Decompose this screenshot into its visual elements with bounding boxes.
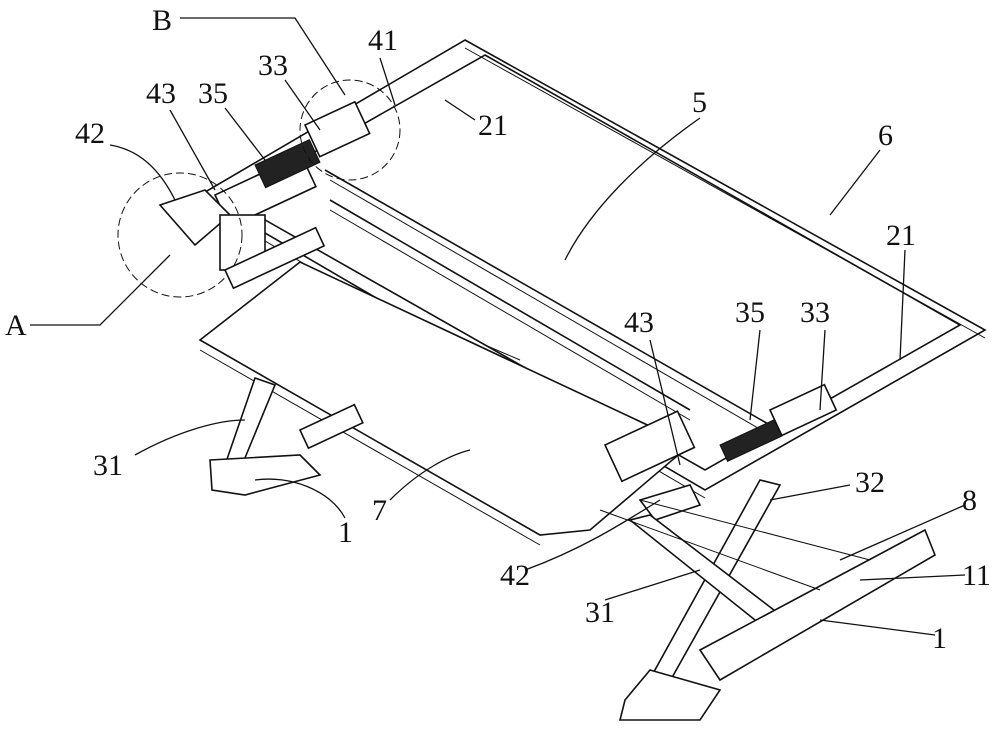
- reference-labels: B 41 33 35 43 42 21 5 6 A 21 43 35 33 31…: [5, 4, 991, 655]
- label-33-right: 33: [800, 296, 830, 329]
- label-7: 7: [372, 494, 387, 527]
- label-35-right: 35: [735, 296, 765, 329]
- label-21: 21: [478, 109, 508, 142]
- label-5: 5: [692, 86, 707, 119]
- label-8: 8: [962, 484, 977, 517]
- label-33: 33: [258, 49, 288, 82]
- label-11: 11: [962, 559, 991, 592]
- label-42-right: 42: [500, 559, 530, 592]
- label-43: 43: [146, 77, 176, 110]
- label-21-right: 21: [886, 219, 916, 252]
- label-31: 31: [93, 449, 123, 482]
- label-1: 1: [338, 516, 353, 549]
- label-1-right: 1: [932, 622, 947, 655]
- label-32: 32: [855, 466, 885, 499]
- right-legs: [599, 479, 936, 721]
- mechanism-a: [117, 79, 401, 298]
- rail-5: [329, 199, 691, 421]
- label-31-right: 31: [585, 596, 615, 629]
- label-43-right: 43: [624, 306, 654, 339]
- board-7: [198, 261, 692, 546]
- label-41: 41: [368, 24, 398, 57]
- left-legs: [209, 376, 364, 496]
- detail-circle-a: [117, 172, 243, 298]
- label-6: 6: [878, 119, 893, 152]
- label-b: B: [152, 4, 172, 37]
- label-42: 42: [75, 117, 105, 150]
- label-a: A: [5, 309, 27, 342]
- detail-circle-b: [299, 79, 401, 181]
- mechanism-right: [603, 383, 838, 521]
- label-35: 35: [198, 77, 228, 110]
- leader-lines: [30, 17, 966, 636]
